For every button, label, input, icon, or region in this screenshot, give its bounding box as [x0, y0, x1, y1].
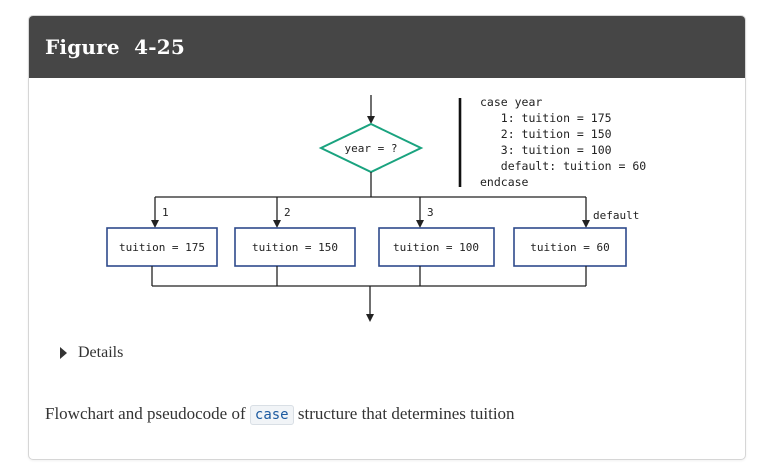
caption-text-after: structure that determines tuition [293, 404, 515, 423]
figure-header: Figure 4-25 [29, 16, 745, 78]
pseudocode-line: 1: tuition = 175 [480, 111, 612, 125]
figure-title: Figure 4-25 [45, 35, 185, 59]
caption-text-before: Flowchart and pseudocode of [45, 404, 250, 423]
process-box-label: tuition = 150 [252, 241, 338, 254]
process-box-label: tuition = 60 [530, 241, 609, 254]
pseudocode-line: 3: tuition = 100 [480, 143, 612, 157]
pseudocode-line: 2: tuition = 150 [480, 127, 612, 141]
details-label: Details [78, 344, 124, 361]
decision-label: year = ? [345, 142, 398, 155]
process-box [234, 227, 356, 267]
branch-label: 1 [162, 206, 169, 219]
figure-card: Figure 4-25 year = ? 1 2 3 default [28, 15, 746, 460]
branch-label: 3 [427, 206, 434, 219]
process-box [106, 227, 218, 267]
process-box [378, 227, 495, 267]
figure-caption: Flowchart and pseudocode of case structu… [45, 404, 515, 425]
process-box-label: tuition = 100 [393, 241, 479, 254]
caret-right-icon [60, 347, 67, 359]
flowchart-diagram: year = ? 1 2 3 default tuition = 175 tui… [106, 95, 646, 322]
process-box [513, 227, 627, 267]
branch-label: default [593, 209, 639, 222]
process-box-label: tuition = 175 [119, 241, 205, 254]
pseudocode-line: case year [480, 95, 542, 109]
pseudocode-line: default: tuition = 60 [480, 159, 646, 173]
pseudocode-line: endcase [480, 175, 529, 189]
branch-label: 2 [284, 206, 291, 219]
details-toggle[interactable]: Details [60, 344, 123, 362]
caption-code: case [249, 405, 294, 425]
